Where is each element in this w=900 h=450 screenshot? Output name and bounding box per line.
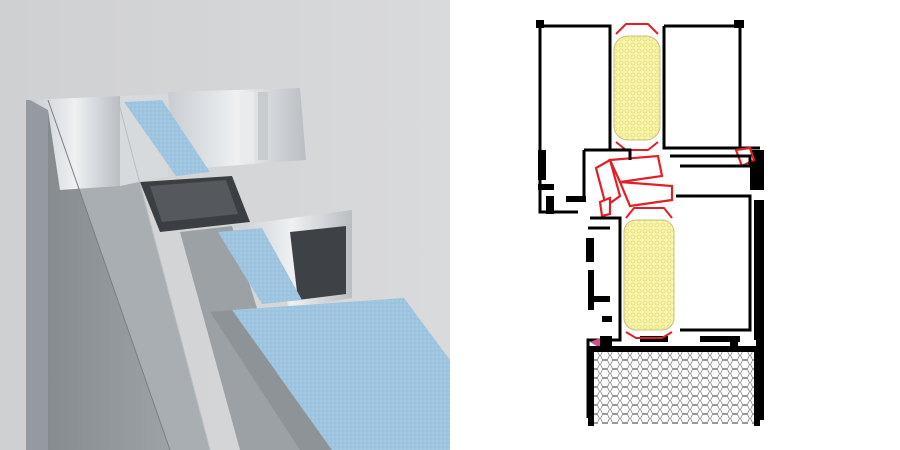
upper-glass bbox=[124, 100, 210, 176]
outer-frame-cut bbox=[30, 96, 120, 190]
edge-line-2 bbox=[117, 99, 211, 450]
edge-line bbox=[47, 99, 171, 450]
glass-panel bbox=[232, 298, 450, 450]
outer-frame-face bbox=[26, 100, 48, 450]
profile-3d-render bbox=[0, 0, 450, 450]
frame-chamber-right bbox=[168, 88, 306, 170]
lower-gaskets bbox=[625, 207, 673, 339]
section-svg bbox=[536, 20, 764, 426]
upper-gaskets bbox=[615, 23, 659, 151]
infill-border bbox=[588, 346, 760, 426]
frame-rib-2 bbox=[258, 92, 268, 160]
frame-rib bbox=[240, 92, 254, 162]
thermal-break-inner bbox=[150, 180, 238, 222]
profile-cross-section-drawing bbox=[450, 0, 900, 450]
infill-panel bbox=[594, 352, 754, 424]
lower-glass bbox=[218, 228, 302, 304]
thermal-break-gaskets bbox=[594, 146, 756, 218]
upper-insulation-panel bbox=[613, 35, 661, 141]
corner-seal bbox=[590, 338, 600, 348]
lower-insulation-panel bbox=[623, 219, 675, 331]
render-svg bbox=[0, 0, 450, 450]
panel-edge bbox=[210, 310, 332, 450]
sash-hollow bbox=[290, 226, 346, 300]
central-frame bbox=[582, 148, 752, 200]
